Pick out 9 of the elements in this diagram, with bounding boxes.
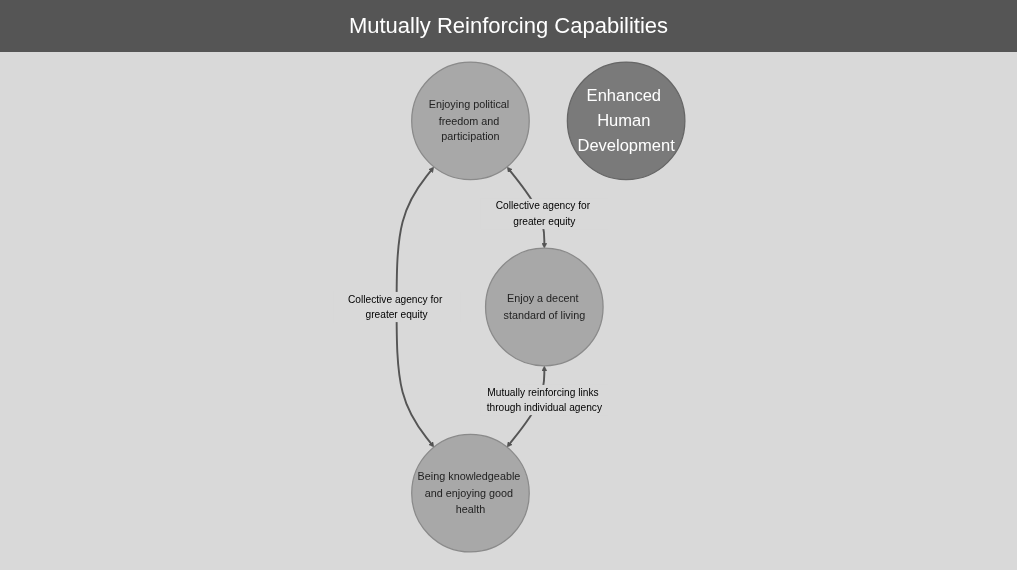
edge-label: Collective agency for greater equity (347, 293, 442, 320)
edge-label: Collective agency for greater equity (495, 200, 590, 227)
title-bar: Mutually Reinforcing Capabilities (0, 0, 1017, 52)
edge-label: Mutually reinforcing links through individual agency (486, 386, 602, 413)
node-circle: Being knowledgeable and enjoying good health (410, 433, 530, 553)
node-circle: Enhanced Human Development (566, 61, 686, 181)
node-circle: Enjoying political freedom and participation (410, 61, 530, 181)
node-circle: Enjoy a decent standard of living (484, 247, 604, 367)
arrow (395, 166, 434, 448)
